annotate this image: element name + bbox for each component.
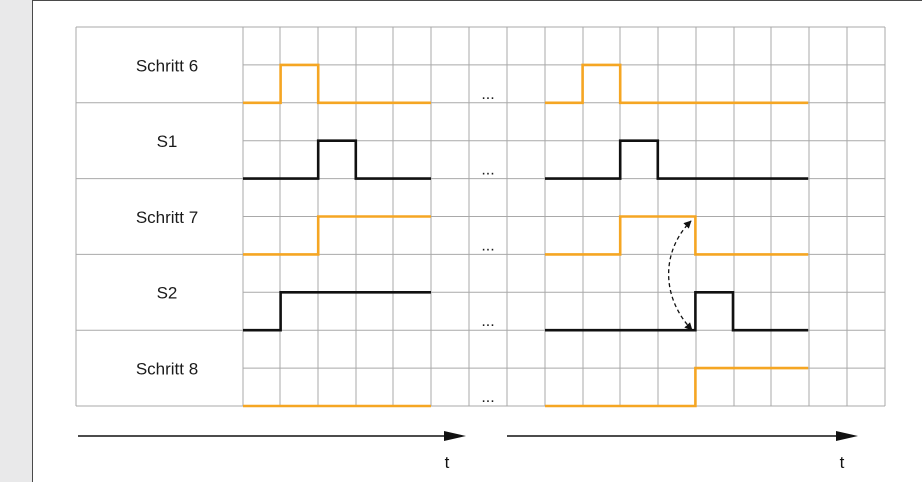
left-margin-strip — [0, 0, 32, 482]
ellipsis: ... — [481, 313, 494, 330]
transition-dashed-arrow — [667, 220, 693, 331]
ellipsis: ... — [481, 162, 494, 179]
ellipsis-marks: ............... — [481, 86, 494, 406]
ellipsis: ... — [481, 86, 494, 103]
ellipsis: ... — [481, 389, 494, 406]
waveform-left — [243, 291, 431, 332]
signal-label: S2 — [157, 284, 178, 303]
time-axis-right-arrowhead — [836, 431, 858, 441]
signal-label: S1 — [157, 132, 178, 151]
waveform-right — [545, 215, 809, 256]
time-axis-left-arrowhead — [444, 431, 466, 441]
waveform-left — [243, 63, 431, 105]
time-axis-right-label: t — [840, 453, 845, 472]
diagram-frame — [32, 0, 922, 482]
time-axis-left-label: t — [445, 453, 450, 472]
signal-label: Schritt 7 — [136, 208, 198, 227]
waveform-right — [545, 63, 809, 105]
waveform-left — [243, 139, 431, 180]
signal-label: Schritt 6 — [136, 56, 198, 75]
ellipsis: ... — [481, 237, 494, 254]
signal-waveforms — [243, 63, 809, 408]
time-axis-left: t — [78, 431, 466, 472]
waveform-right — [545, 139, 809, 180]
signal-label: Schritt 8 — [136, 359, 198, 378]
time-axis-right: t — [507, 431, 858, 472]
waveform-right — [545, 366, 809, 408]
waveform-right — [545, 291, 809, 332]
waveform-left — [243, 215, 431, 256]
